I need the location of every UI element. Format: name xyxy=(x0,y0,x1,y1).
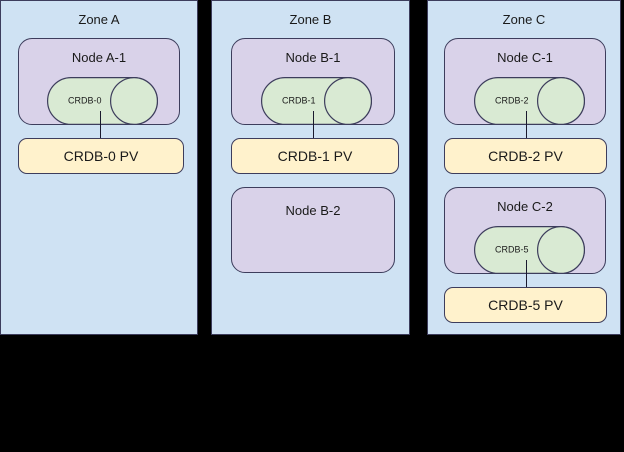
zone-a-container: Zone A Node A-1 CRDB-0 CRDB-0 PV xyxy=(0,0,198,335)
volume-crdb-0-pv: CRDB-0 PV xyxy=(18,138,184,174)
volume-crdb-5-pv: CRDB-5 PV xyxy=(444,287,607,323)
node-c-2-label: Node C-2 xyxy=(497,199,553,214)
node-b-2-label: Node B-2 xyxy=(285,203,341,218)
node-b-1-label: Node B-1 xyxy=(285,50,341,65)
node-a-1-label: Node A-1 xyxy=(71,50,127,65)
node-a-1-container: Node A-1 CRDB-0 xyxy=(18,38,180,125)
zone-b-label: Zone B xyxy=(289,12,332,27)
connector-node-c-1-to-crdb-2-pv xyxy=(526,111,527,139)
connector-node-a-1-to-crdb-0-pv xyxy=(100,111,101,139)
pod-crdb-5: CRDB-5 xyxy=(474,226,585,274)
volume-crdb-1-pv: CRDB-1 PV xyxy=(231,138,399,174)
volume-crdb-2-pv-label: CRDB-2 PV xyxy=(488,147,563,164)
connector-node-c-2-to-crdb-5-pv xyxy=(526,260,527,288)
node-c-2-container: Node C-2 CRDB-5 xyxy=(444,187,606,274)
zone-c-container: Zone C Node C-1 CRDB-2 CRDB-2 PV Node C-… xyxy=(427,0,621,335)
pod-crdb-2: CRDB-2 xyxy=(474,77,585,125)
node-b-2-container: Node B-2 xyxy=(231,187,395,273)
volume-crdb-0-pv-label: CRDB-0 PV xyxy=(63,147,139,164)
volume-crdb-2-pv: CRDB-2 PV xyxy=(444,138,607,174)
node-b-1-container: Node B-1 CRDB-1 xyxy=(231,38,395,125)
zone-b-container: Zone B Node B-1 CRDB-1 CRDB-1 PV Node B-… xyxy=(211,0,410,335)
connector-node-b-1-to-crdb-1-pv xyxy=(313,111,314,139)
zone-c-label: Zone C xyxy=(502,12,546,27)
pod-crdb-1: CRDB-1 xyxy=(261,77,372,125)
node-c-1-container: Node C-1 CRDB-2 xyxy=(444,38,606,125)
node-c-1-label: Node C-1 xyxy=(497,50,553,65)
pod-crdb-0: CRDB-0 xyxy=(47,77,158,125)
volume-crdb-1-pv-label: CRDB-1 PV xyxy=(277,147,353,164)
volume-crdb-5-pv-label: CRDB-5 PV xyxy=(488,296,563,313)
zone-a-label: Zone A xyxy=(78,12,120,27)
